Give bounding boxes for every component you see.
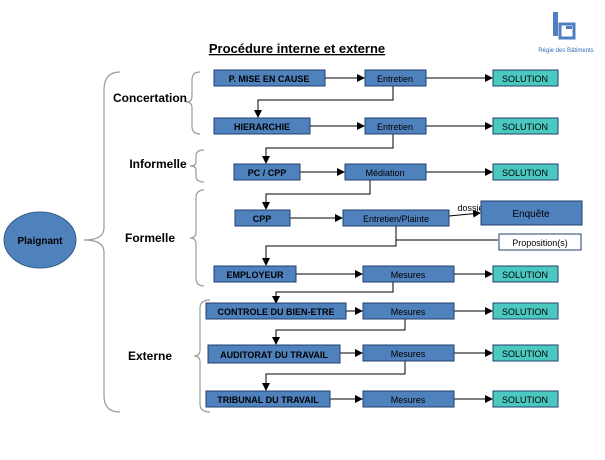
brace-formelle: [189, 189, 205, 287]
brace-externe: [193, 299, 211, 413]
box-entretien-1: [364, 69, 427, 87]
label-mesures-4: Mesures: [391, 395, 426, 405]
label-mesures-3: Mesures: [391, 349, 426, 359]
label-solution-7: SOLUTION: [502, 395, 548, 405]
brace-concertation: [185, 71, 201, 135]
label-tribunal: TRIBUNAL DU TRAVAIL: [217, 395, 319, 405]
label-mediation: Médiation: [365, 168, 404, 178]
label-solution-4: SOLUTION: [502, 270, 548, 280]
page-title: Procédure interne et externe: [209, 41, 385, 56]
plaignant-ellipse: [3, 211, 77, 269]
brace-informelle: [189, 149, 205, 183]
category-formelle: Formelle: [125, 231, 175, 245]
box-hierarchie: [213, 117, 311, 135]
label-solution-6: SOLUTION: [502, 349, 548, 359]
category-concertation: Concertation: [113, 91, 187, 105]
label-solution-2: SOLUTION: [502, 122, 548, 132]
label-entretien-1: Entretien: [377, 74, 413, 84]
box-solution-5: [492, 302, 559, 320]
box-entretien-plainte: [342, 209, 450, 227]
logo-text: Régie des Bâtiments: [538, 48, 593, 54]
box-entretien-2: [364, 117, 427, 135]
label-mise-en-cause: P. MISE EN CAUSE: [229, 74, 310, 84]
label-entretien-2: Entretien: [377, 122, 413, 132]
logo-bar: [553, 12, 558, 36]
box-cpp: [234, 209, 291, 227]
box-mise-en-cause: [213, 69, 326, 87]
label-pc-cpp: PC / CPP: [248, 168, 287, 178]
main-brace: [83, 71, 121, 413]
box-solution-7: [492, 390, 559, 408]
label-solution-3: SOLUTION: [502, 168, 548, 178]
label-solution-5: SOLUTION: [502, 307, 548, 317]
label-mesures-1: Mesures: [391, 270, 426, 280]
label-proposition: Proposition(s): [512, 238, 568, 248]
label-entretien-plainte: Entretien/Plainte: [363, 214, 429, 224]
box-tribunal: [205, 390, 331, 408]
box-mesures-1: [362, 265, 455, 283]
logo-mark: [566, 26, 572, 29]
category-externe: Externe: [128, 349, 172, 363]
box-controle: [205, 302, 347, 320]
label-cpp: CPP: [253, 214, 272, 224]
label-employeur: EMPLOYEUR: [226, 270, 284, 280]
connectors: [254, 74, 498, 403]
logo-shape: [558, 22, 576, 40]
box-pc-cpp: [233, 163, 301, 181]
label-auditorat: AUDITORAT DU TRAVAIL: [220, 350, 328, 360]
label-mesures-2: Mesures: [391, 307, 426, 317]
box-proposition: [498, 233, 582, 251]
box-solution-3: [492, 163, 559, 181]
box-mesures-4: [362, 390, 455, 408]
category-informelle: Informelle: [129, 157, 187, 171]
box-mediation: [344, 163, 427, 181]
box-employeur: [213, 265, 297, 283]
box-enquete: [480, 200, 583, 226]
box-solution-1: [492, 69, 559, 87]
box-solution-4: [492, 265, 559, 283]
label-controle: CONTROLE DU BIEN-ETRE: [218, 307, 335, 317]
box-solution-6: [492, 344, 559, 362]
plaignant-label: Plaignant: [17, 236, 63, 247]
box-solution-2: [492, 117, 559, 135]
box-auditorat: [207, 344, 341, 364]
label-hierarchie: HIERARCHIE: [234, 122, 290, 132]
label-enquete: Enquête: [512, 209, 550, 220]
box-mesures-2: [362, 302, 455, 320]
label-dossier: dossier: [457, 203, 486, 213]
box-mesures-3: [362, 344, 455, 362]
label-solution-1: SOLUTION: [502, 74, 548, 84]
logo: Régie des Bâtiments: [538, 12, 594, 54]
